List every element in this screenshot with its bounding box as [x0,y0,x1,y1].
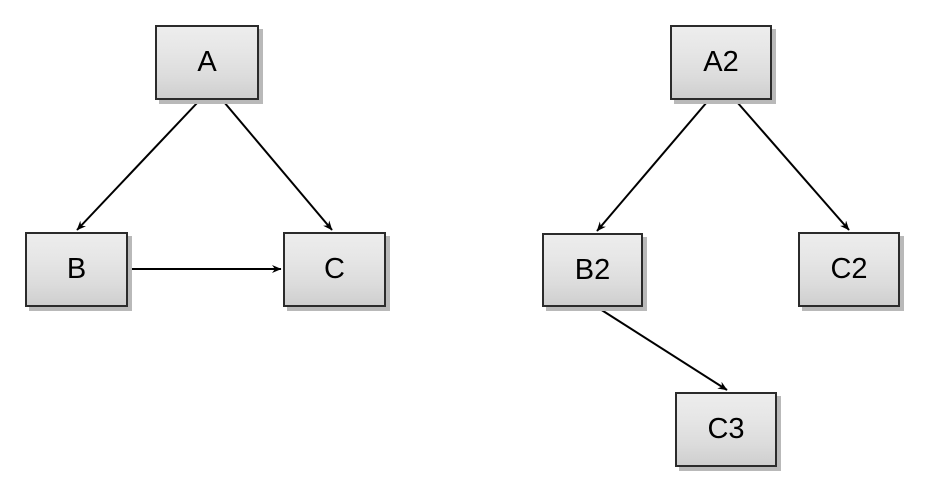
node-label: A [197,46,217,78]
node-label: C [324,253,345,285]
node-a2[interactable]: A2 [670,25,772,100]
node-a[interactable]: A [155,25,259,100]
edge-a2-to-b2 [596,101,708,232]
node-c2[interactable]: C2 [798,232,900,307]
edges-group [76,101,850,391]
node-label: C2 [830,253,868,285]
edge-a-to-c [223,101,333,231]
node-label: B2 [574,253,611,286]
edge-a2-to-c2 [736,101,850,231]
node-b2[interactable]: B2 [542,233,643,307]
node-label: A2 [703,46,739,78]
node-label: B [66,253,87,285]
edge-a-to-b [76,101,199,231]
node-c[interactable]: C [283,232,386,307]
edge-b2-to-c3 [599,308,728,391]
node-c3[interactable]: C3 [675,392,777,467]
node-b[interactable]: B [25,232,128,307]
node-label: C3 [707,413,745,445]
